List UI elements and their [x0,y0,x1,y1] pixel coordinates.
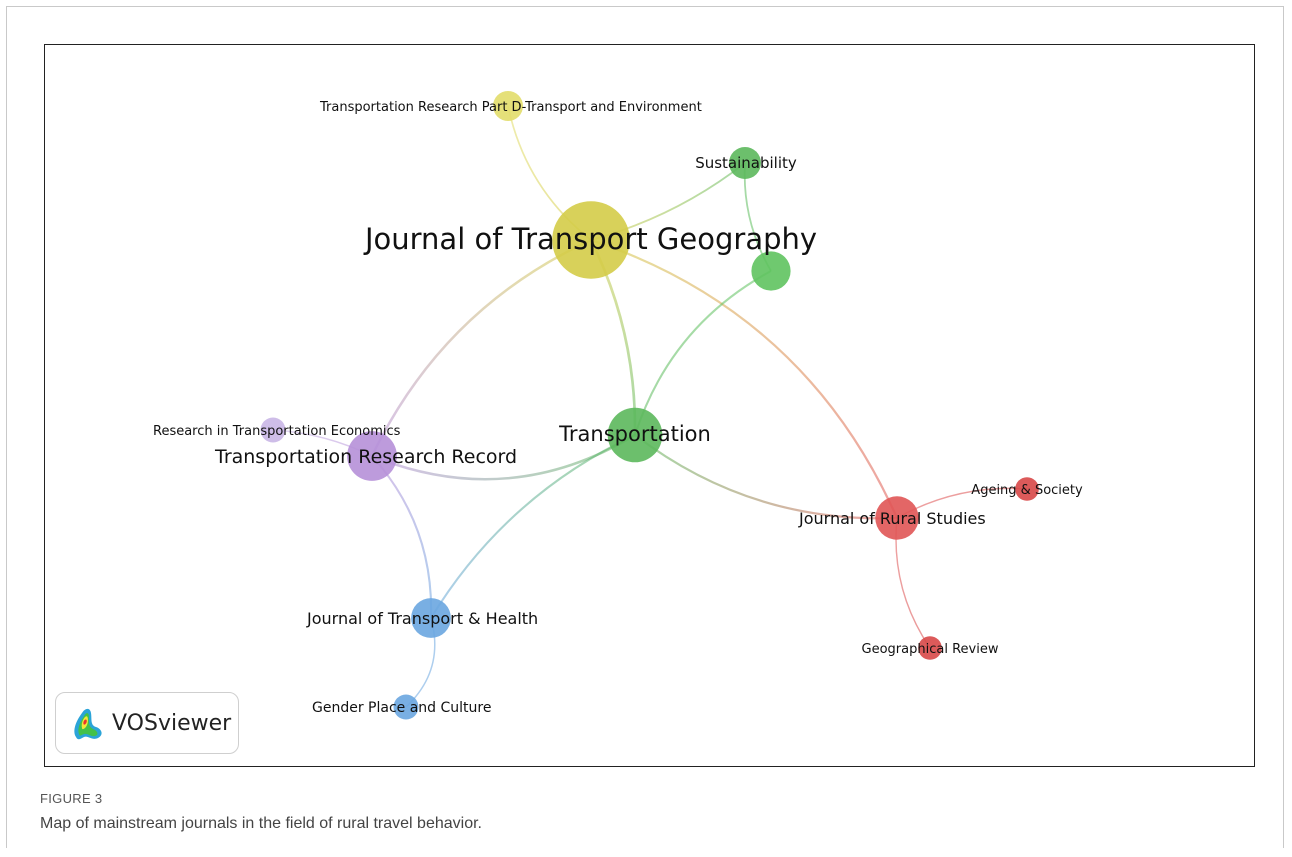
node-sus[interactable] [729,147,761,179]
link-tra-jth [430,434,636,619]
figure-label: FIGURE 3 [40,791,103,806]
node-label-trd: Transportation Research Part D-Transport… [319,100,702,115]
node-label-gpc: Gender Place and Culture [312,700,491,716]
node-g2[interactable] [751,251,791,291]
figure-caption: Map of mainstream journals in the field … [40,815,482,832]
node-label-sus: Sustainability [695,154,797,172]
node-label-gr: Geographical Review [862,642,999,657]
network-graph: Journal of Transport GeographyTransporta… [153,91,1083,720]
link-trr-jth [371,455,433,619]
node-label-aas: Ageing & Society [971,483,1083,498]
node-label-trr: Transportation Research Record [214,446,517,468]
node-label-rte: Research in Transportation Economics [153,424,401,439]
node-rte[interactable] [260,417,286,443]
node-gr[interactable] [918,636,942,660]
link-tra-g2 [634,270,772,436]
link-jtg-trr [370,238,592,457]
node-trr[interactable] [347,431,397,481]
link-jtg-jrs [590,238,899,519]
node-aas[interactable] [1015,477,1039,501]
node-jth[interactable] [411,598,451,638]
node-label-jtg: Journal of Transport Geography [363,222,817,256]
vosviewer-logo: VOSviewer [55,692,239,754]
node-gpc[interactable] [393,694,419,720]
node-label-tra: Transportation [558,422,711,446]
link-tra-jrs [634,434,898,520]
node-jtg[interactable] [552,201,630,279]
vosviewer-heatmap-icon [74,708,102,740]
node-label-jrs: Journal of Rural Studies [798,509,986,528]
logo-text: VOSviewer [112,710,232,736]
node-trd[interactable] [493,91,523,121]
node-label-jth: Journal of Transport & Health [306,609,538,628]
figure-frame [6,6,1284,848]
node-tra[interactable] [607,407,663,463]
node-jrs[interactable] [875,496,919,540]
